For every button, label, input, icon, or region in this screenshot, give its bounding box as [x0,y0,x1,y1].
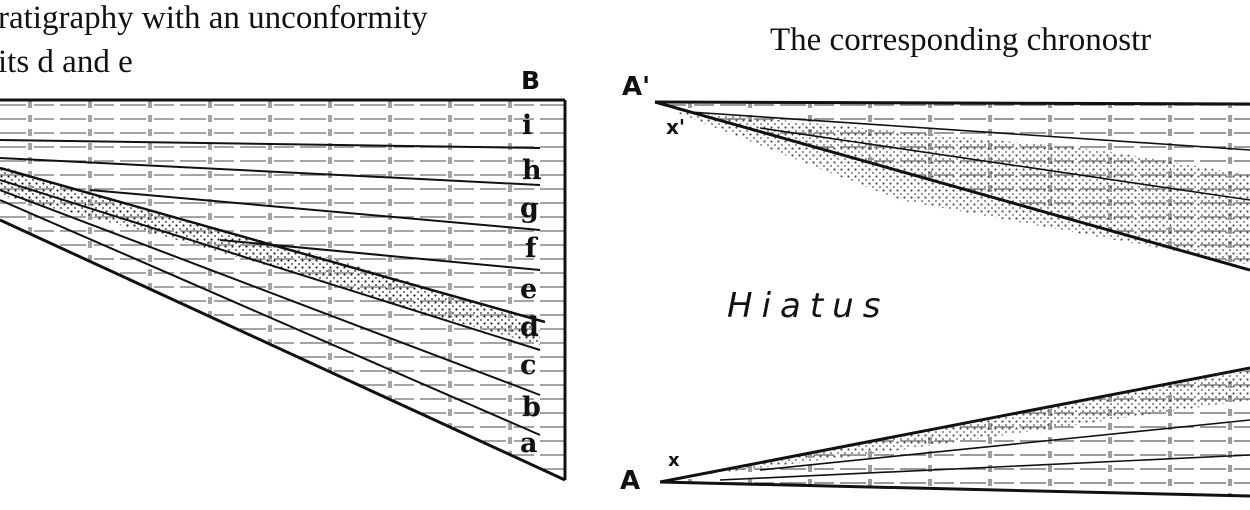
left-panel-caption-line1: ratigraphy with an unconformity [0,0,428,36]
unit-label-b: b [522,392,541,423]
chronostrat-lower-wedge [659,366,1250,498]
unit-label-i: i [522,110,533,141]
unit-label-a: a [520,428,538,459]
left-panel-caption-line2: its d and e [0,44,133,80]
point-label-x-prime: x' [666,115,686,139]
point-label-A: A [620,466,641,496]
right-panel-caption: The corresponding chronostr [770,22,1152,58]
cross-section-left [0,98,567,482]
hiatus-label: Hiatus [727,286,890,326]
unit-label-h: h [522,155,542,186]
point-label-x: x [668,450,680,471]
unit-label-c: c [520,350,537,381]
unit-label-d: d [520,312,539,343]
point-label-B: B [521,66,541,95]
point-label-A-prime: A' [622,72,651,102]
unit-label-g: g [520,193,539,224]
unit-label-e: e [520,274,538,305]
unit-label-f: f [525,233,537,264]
chronostrat-upper-wedge [654,100,1250,272]
